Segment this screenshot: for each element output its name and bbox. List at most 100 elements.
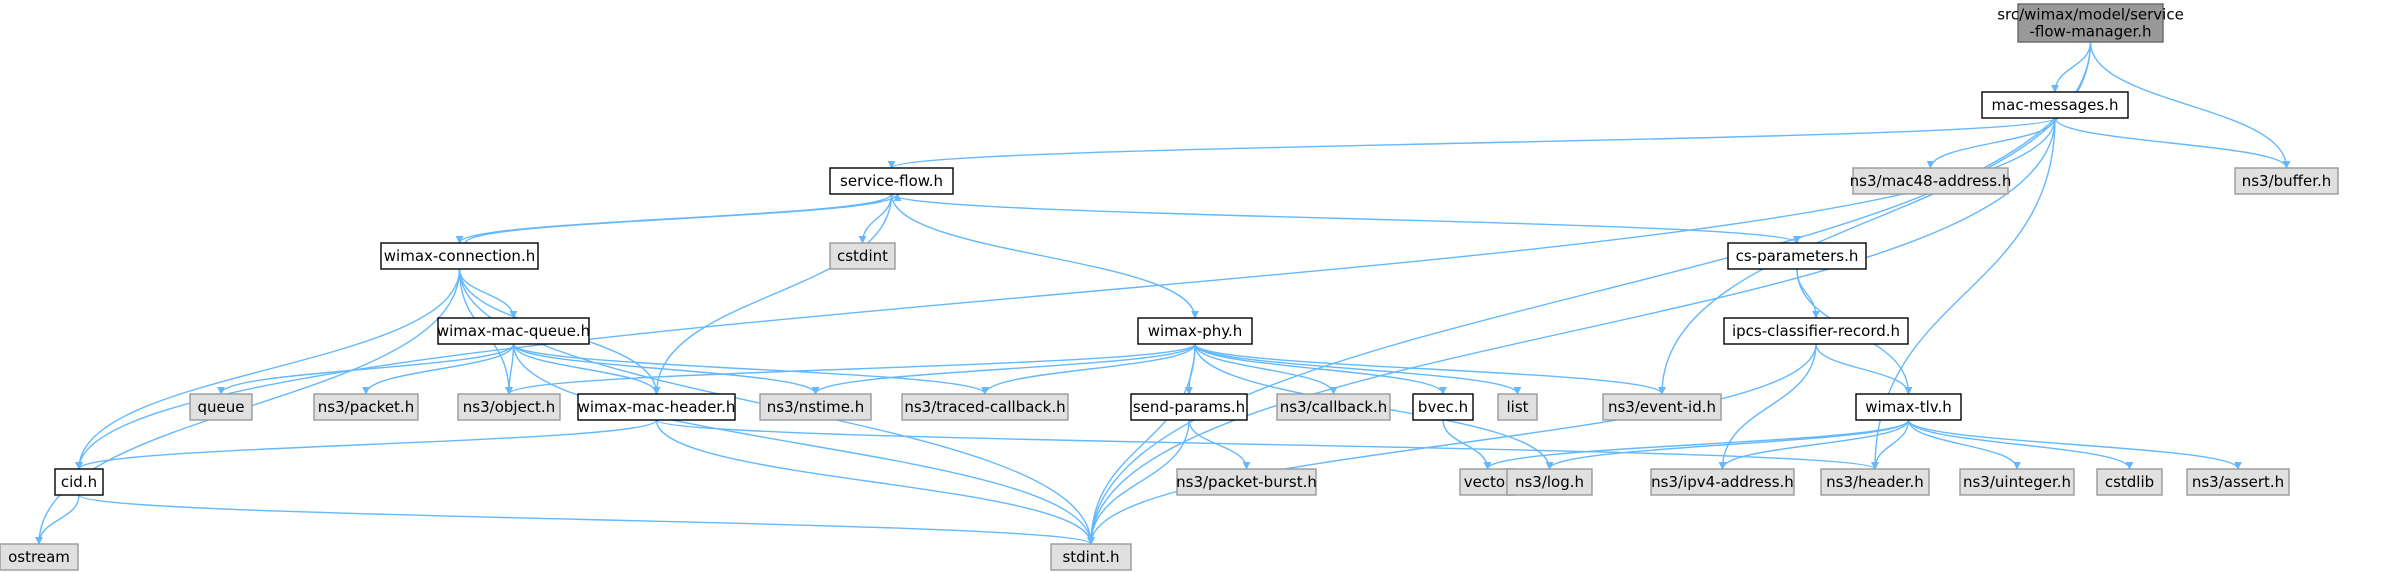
edge-wimax_connection-to-wimax_mac_queue (458, 268, 518, 319)
edge-ipcs-to-wimax_tlv (1815, 343, 1913, 395)
edge-wimax_mac_queue-to-object (505, 343, 515, 395)
edge-wimax_phy-to-traced_callback (981, 343, 1196, 395)
node-label: ns3/buffer.h (2242, 172, 2332, 190)
node-label: cs-parameters.h (1736, 247, 1859, 265)
node-service-flow[interactable]: service-flow.h (829, 167, 954, 195)
edge-wimax_phy-to-object (505, 343, 1196, 395)
edge-ipcs-to-ipv4 (1718, 343, 1817, 470)
node-ostream: ostream (0, 543, 79, 571)
node-traced-callback: ns3/traced-callback.h (901, 393, 1069, 421)
edge-mac_messages-to-buffer (2054, 117, 2291, 169)
edge-service_flow-to-wimax_mac_header (652, 193, 893, 395)
node-cid[interactable]: cid.h (54, 468, 104, 496)
edge-send_params-to-stdint (1087, 419, 1190, 545)
node-box (189, 393, 253, 421)
node-label: ns3/uinteger.h (1963, 473, 2071, 491)
node-wimax-mac-queue[interactable]: wimax-mac-queue.h (437, 317, 590, 345)
node-event-id: ns3/event-id.h (1602, 393, 1722, 421)
node-label: wimax-mac-queue.h (437, 322, 590, 340)
node-cstdlib: cstdlib (2096, 468, 2163, 496)
node-box (1981, 91, 2129, 119)
node-label: service-flow.h (840, 172, 943, 190)
node-box (457, 393, 561, 421)
node-label: wimax-mac-header.h (578, 398, 736, 416)
node-object: ns3/object.h (457, 393, 561, 421)
node-box (829, 242, 896, 270)
node-label: ipcs-classifier-record.h (1732, 322, 1900, 340)
node-box (54, 468, 104, 496)
edge-wimax_phy-to-event_id (1194, 343, 1666, 395)
edge-wimax_mac_header-to-cid (75, 419, 658, 470)
edge-wimax_mac_queue-to-stdint (512, 343, 1095, 545)
node-bvec[interactable]: bvec.h (1412, 393, 1474, 421)
node-wimax-mac-header[interactable]: wimax-mac-header.h (577, 393, 736, 421)
node-label: ns3/packet.h (318, 398, 414, 416)
node-label: wimax-tlv.h (1865, 398, 1952, 416)
node-label: ns3/callback.h (1280, 398, 1388, 416)
node-box (759, 393, 872, 421)
node-label: ns3/object.h (463, 398, 555, 416)
node-queue: queue (189, 393, 253, 421)
node-label: wimax-phy.h (1148, 322, 1243, 340)
edge-root-to-mac_messages (2051, 41, 2092, 93)
node-cs-parameters[interactable]: cs-parameters.h (1727, 242, 1867, 270)
node-box (1497, 393, 1538, 421)
node-label: ns3/header.h (1826, 473, 1924, 491)
node-label: ns3/mac48-address.h (1850, 172, 2012, 190)
node-label: queue (198, 398, 245, 416)
edge-service_flow-to-wimax_phy (890, 193, 1199, 319)
node-label: vector (1464, 473, 1512, 491)
node-label: ns3/packet-burst.h (1176, 473, 1317, 491)
edge-root-to-buffer (2089, 41, 2291, 169)
edge-wimax_tlv-to-uinteger (1907, 419, 2021, 470)
node-box (1820, 468, 1930, 496)
node-nstime: ns3/nstime.h (759, 393, 872, 421)
edge-wimax_tlv-to-log (1545, 419, 1910, 470)
edge-wimax_phy-to-nstime (811, 343, 1196, 395)
node-label: ns3/assert.h (2192, 473, 2284, 491)
edge-ipcs-to-stdint (1087, 343, 1817, 545)
edge-cs_parameters-to-ipcs (1796, 268, 1820, 319)
node-box (1650, 468, 1795, 496)
node-label: ns3/traced-callback.h (904, 398, 1065, 416)
node-cstdint: cstdint (829, 242, 896, 270)
node-root[interactable]: src/wimax/model/service-flow-manager.h (1997, 3, 2184, 43)
node-box (1855, 393, 1962, 421)
node-wimax-tlv[interactable]: wimax-tlv.h (1855, 393, 1962, 421)
node-wimax-connection[interactable]: wimax-connection.h (380, 242, 539, 270)
node-log: ns3/log.h (1506, 468, 1593, 496)
node-packet-burst: ns3/packet-burst.h (1176, 468, 1317, 496)
node-packet: ns3/packet.h (313, 393, 419, 421)
dependency-edges (35, 41, 2291, 545)
node-box (2234, 167, 2339, 195)
node-label: stdint.h (1062, 548, 1119, 566)
node-box (0, 543, 79, 571)
edge-cid-to-stdint (78, 494, 1095, 545)
edge-wimax_mac_queue-to-packet (362, 343, 515, 395)
node-ipv4: ns3/ipv4-address.h (1650, 468, 1795, 496)
node-vector: vector (1459, 468, 1516, 496)
edge-root-to-stdint (1087, 41, 2092, 545)
node-buffer: ns3/buffer.h (2234, 167, 2339, 195)
edge-service_flow-to-cs_parameters (890, 193, 1801, 244)
node-box (1852, 167, 2009, 195)
node-wimax-phy[interactable]: wimax-phy.h (1137, 317, 1253, 345)
node-mac-messages[interactable]: mac-messages.h (1981, 91, 2129, 119)
node-box (437, 317, 590, 345)
node-label: wimax-connection.h (384, 247, 535, 265)
node-box (901, 393, 1069, 421)
node-label: send-params.h (1133, 398, 1245, 416)
node-send-params[interactable]: send-params.h (1130, 393, 1248, 421)
edge-wimax_connection-to-service_flow (464, 193, 902, 244)
node-mac48: ns3/mac48-address.h (1850, 167, 2012, 195)
edge-wimax_phy-to-bvec (1194, 343, 1447, 395)
edge-wimax_mac_queue-to-nstime (512, 343, 820, 395)
node-box (577, 393, 736, 421)
node-label: ostream (8, 548, 70, 566)
node-label: ns3/event-id.h (1608, 398, 1716, 416)
node-box (1506, 468, 1593, 496)
node-header: ns3/header.h (1820, 468, 1930, 496)
node-ipcs[interactable]: ipcs-classifier-record.h (1723, 317, 1909, 345)
edge-send_params-to-packet_burst (1188, 419, 1251, 470)
edge-wimax_tlv-to-ipv4 (1718, 419, 1910, 470)
